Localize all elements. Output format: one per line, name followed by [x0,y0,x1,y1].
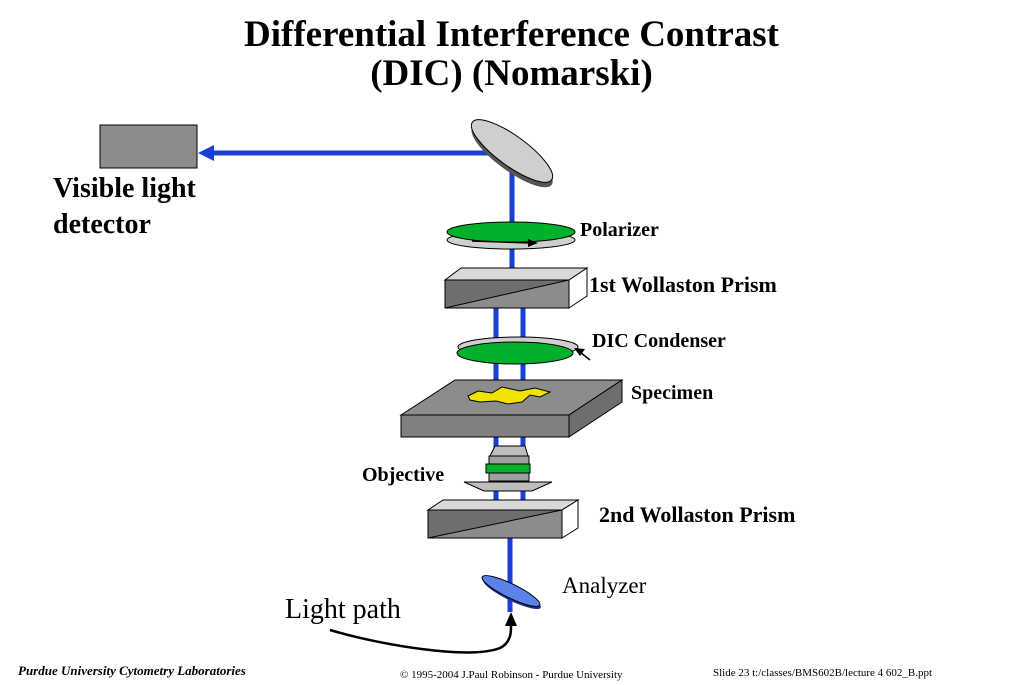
title-line-2: (DIC) (Nomarski) [370,53,653,94]
condenser-label: DIC Condenser [592,330,726,352]
specimen-label: Specimen [631,382,714,404]
footer-center: © 1995-2004 J.Paul Robinson - Purdue Uni… [400,669,623,681]
mirror [470,119,554,188]
objective-label: Objective [362,464,445,486]
wollaston-2-label: 2nd Wollaston Prism [599,502,796,527]
dic-condenser [456,336,591,365]
wollaston-prism-2 [426,499,580,539]
analyzer [481,575,541,610]
analyzer-label: Analyzer [562,573,647,598]
title-line-1: Differential Interference Contrast [244,14,779,55]
detector-label-line-1: Visible light [53,173,196,204]
footer-left: Purdue University Cytometry Laboratories [18,663,246,678]
specimen-sample [467,386,552,405]
beam-arrow-head [198,145,214,161]
light-path-arrow [329,624,513,654]
detector-box [99,124,198,169]
footer-right: Slide 23 t:/classes/BMS602B/lecture 4 60… [713,667,933,679]
light-path-arrow-head [505,612,517,626]
objective [463,445,553,492]
polarizer-label: Polarizer [580,219,659,241]
detector-label-line-2: detector [53,209,151,240]
light-path-label: Light path [285,594,401,625]
specimen-stage [399,379,624,438]
wollaston-1-label: 1st Wollaston Prism [589,272,777,297]
wollaston-prism-1 [443,267,589,309]
polarizer [446,221,576,250]
